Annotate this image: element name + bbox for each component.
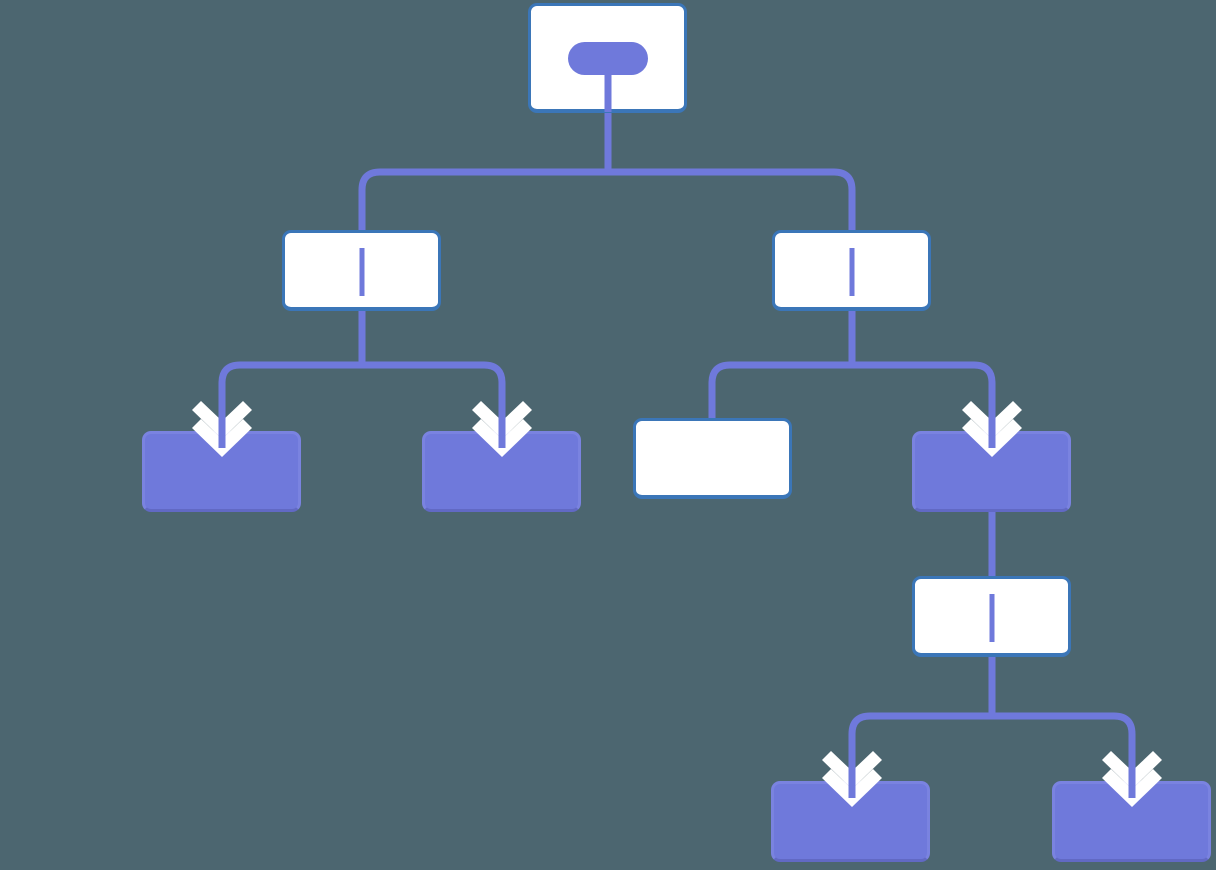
tree-node-leaf-1[interactable] — [142, 431, 301, 512]
tree-node-branch-right[interactable] — [772, 230, 931, 311]
tree-node-leaf-2[interactable] — [422, 431, 581, 512]
tree-node-root[interactable] — [528, 3, 687, 113]
tree-node-leaf-5[interactable] — [1052, 781, 1211, 862]
tree-node-branch-bottom[interactable] — [912, 576, 1071, 657]
tree-node-branch-left[interactable] — [282, 230, 441, 311]
tree-node-branch-lower-right[interactable] — [912, 431, 1071, 512]
tree-node-leaf-4[interactable] — [771, 781, 930, 862]
tree-node-leaf-3[interactable] — [633, 418, 792, 499]
